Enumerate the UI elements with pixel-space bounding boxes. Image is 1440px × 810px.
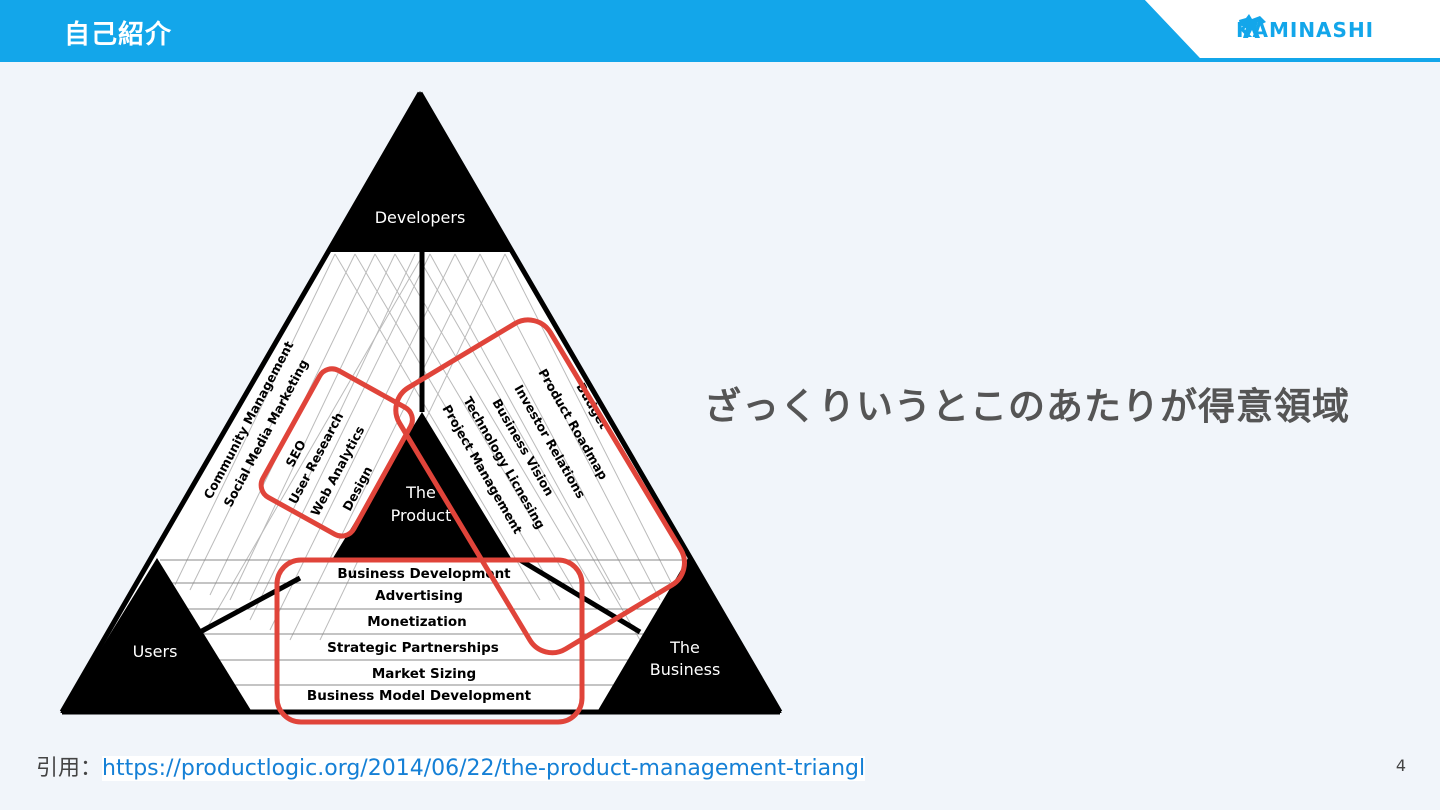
bottom-label-3: Strategic Partnerships <box>327 640 499 656</box>
product-management-triangle: Developers Users The Business The Produc… <box>59 91 783 725</box>
vertex-product-line1: The <box>405 483 436 502</box>
bottom-label-4: Market Sizing <box>372 666 476 682</box>
vertex-developers: Developers <box>375 208 466 227</box>
citation: 引用：https://productlogic.org/2014/06/22/t… <box>36 750 866 782</box>
highlight-box-design <box>258 366 415 539</box>
page-number: 4 <box>1395 756 1406 775</box>
vertex-users: Users <box>133 642 178 661</box>
product-triangle <box>333 412 511 558</box>
vertex-product-line2: Product <box>391 506 452 525</box>
kaminashi-logo[interactable]: KAMINASHI <box>1236 12 1374 48</box>
header-bar: 自己紹介 KAMINASHI <box>0 0 1440 62</box>
vertex-business-line1: The <box>669 638 700 657</box>
bottom-label-0: Business Development <box>337 566 511 582</box>
page-title: 自己紹介 <box>64 20 173 50</box>
developers-triangle <box>327 93 513 252</box>
logo-icon <box>1239 14 1266 38</box>
bottom-label-5: Business Model Development <box>307 688 532 704</box>
vertex-business-line2: Business <box>650 660 721 679</box>
business-triangle <box>597 558 780 712</box>
citation-link[interactable]: https://productlogic.org/2014/06/22/the-… <box>102 756 866 781</box>
bottom-label-2: Monetization <box>367 614 467 630</box>
hatching <box>174 253 681 641</box>
header-background <box>0 0 1440 62</box>
bottom-label-1: Advertising <box>375 588 463 604</box>
highlight-box-management <box>393 317 687 656</box>
users-triangle <box>62 558 252 712</box>
highlight-box-business <box>274 557 585 725</box>
citation-label: 引用： <box>36 756 103 781</box>
tagline: ざっくりいうとこのあたりが得意領域 <box>704 385 1350 428</box>
